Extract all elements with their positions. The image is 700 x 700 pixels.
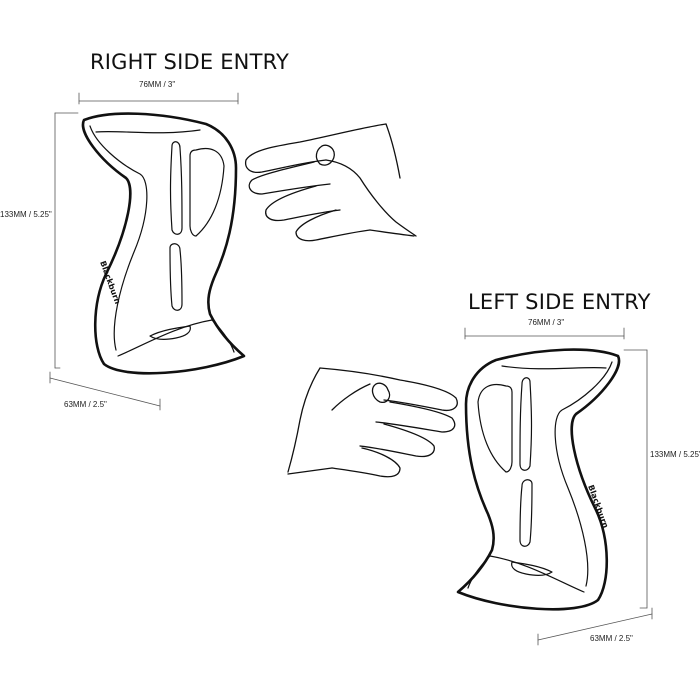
left-depth-label: 63MM / 2.5" xyxy=(590,634,633,643)
left-width-label: 76MM / 3" xyxy=(528,318,565,327)
left-entry-hand xyxy=(287,367,458,478)
right-width-dimension-line xyxy=(78,92,239,105)
right-height-label: 133MM / 5.25" xyxy=(0,210,52,219)
right-depth-label: 63MM / 2.5" xyxy=(64,400,107,409)
left-height-label: 133MM / 5.25" xyxy=(650,450,700,459)
left-width-dimension-line xyxy=(464,327,625,340)
left-depth-dimension-line xyxy=(537,607,653,646)
left-entry-title: LEFT SIDE ENTRY xyxy=(468,290,651,314)
right-entry-title: RIGHT SIDE ENTRY xyxy=(90,50,290,74)
right-height-dimension-line xyxy=(54,112,79,369)
right-depth-dimension-line xyxy=(49,371,161,411)
left-entry-cage xyxy=(456,348,621,611)
right-width-label: 76MM / 3" xyxy=(139,80,176,89)
left-cage-brand-logo: Blackburn xyxy=(586,484,610,530)
left-height-dimension-line xyxy=(623,349,648,609)
right-entry-cage xyxy=(81,112,246,375)
right-entry-hand xyxy=(244,123,417,242)
